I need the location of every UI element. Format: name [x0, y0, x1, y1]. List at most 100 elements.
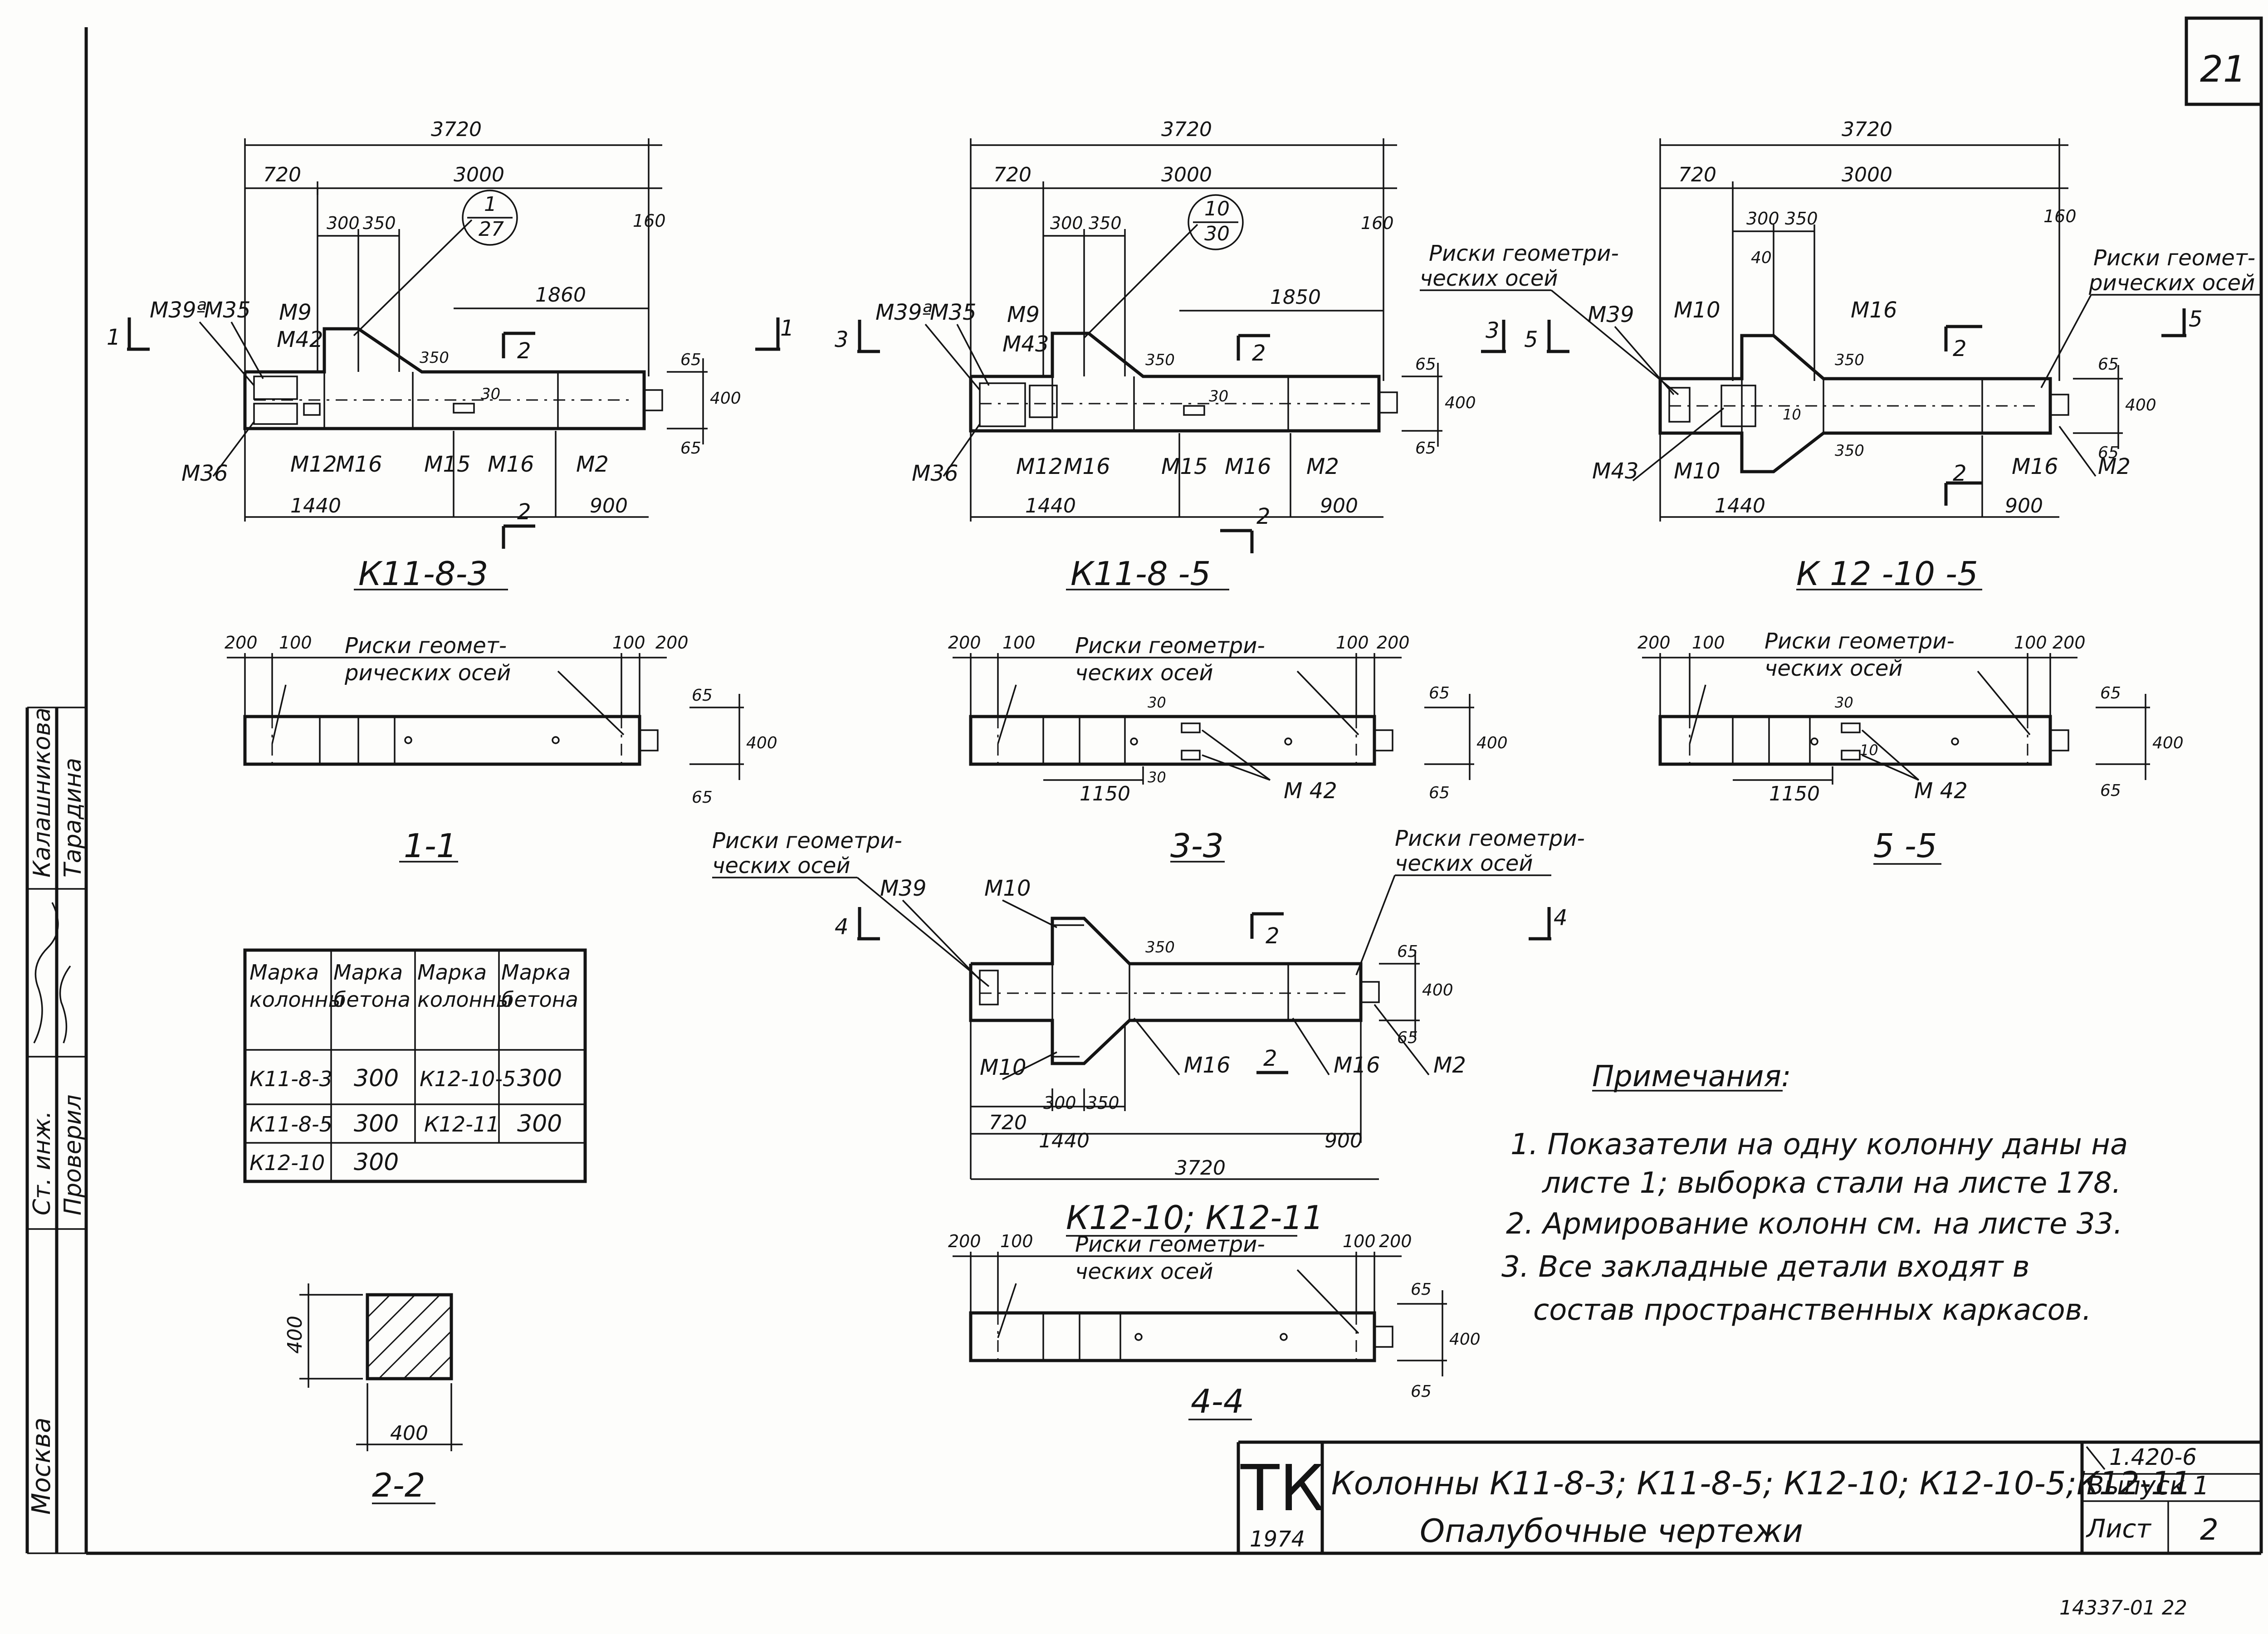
dim-v3: 65 — [1415, 439, 1436, 458]
mark-m9: М9 — [1007, 302, 1040, 327]
section-mark-5-right: 5 — [2189, 307, 2203, 332]
dim-bottom-right: 900 — [2005, 494, 2043, 517]
dim-a: 300 — [1746, 209, 1779, 229]
section-5-5-dim-1150: 1150 — [1769, 782, 1820, 805]
mark-m12: М12 — [290, 452, 337, 477]
section-mark-1-right: 1 — [780, 316, 794, 341]
section-4-4-dim-65t: 65 — [1411, 1280, 1432, 1299]
section-mark-1-left: 1 — [107, 325, 121, 350]
section-3-3-dim-200l: 200 — [948, 633, 981, 653]
mark-m12: М12 — [1016, 454, 1063, 479]
mark-m2: М2 — [1306, 454, 1339, 479]
mark-m43: М43 — [1592, 458, 1639, 484]
section-3-3: Риски геометри- ческих осей 200 100 100 … — [948, 633, 1508, 865]
caption-5-5: 5 -5 — [1873, 827, 1937, 865]
section-5-5-mark: М 42 — [1914, 778, 1968, 804]
dim-bottom-left: 1440 — [1025, 494, 1076, 517]
column-outline — [969, 917, 1380, 1065]
dim-b: 350 — [1089, 213, 1122, 233]
stamp-name-1: Калашникова — [29, 707, 56, 878]
dim-b: 350 — [1086, 1093, 1119, 1113]
axis-label-right-1: Риски геомет- — [2093, 245, 2255, 271]
section-4-4-label-2: ческих осей — [1075, 1259, 1213, 1284]
dim-h2: 350 — [1835, 442, 1864, 460]
dim-mid: 1850 — [1270, 286, 1321, 309]
mark-m10a: М10 — [1674, 298, 1721, 323]
dim-bottom-right: 900 — [1325, 1129, 1363, 1152]
table-cell: К12-10 — [249, 1151, 325, 1175]
axis-label-right-2: ческих осей — [1395, 851, 1533, 876]
section-5-5-dim-65t: 65 — [2100, 684, 2121, 702]
section-3-3-dim-100r: 100 — [1336, 633, 1369, 653]
section-5-5-dim-200l: 200 — [1637, 633, 1671, 653]
table-header-1b: колонны — [249, 987, 345, 1012]
section-5-5-dim-65b: 65 — [2100, 781, 2121, 800]
dim-b: 350 — [1785, 209, 1818, 229]
mark-m15: М15 — [424, 452, 471, 477]
title-sheet-label: Лист — [2086, 1514, 2151, 1544]
section-arrows — [1547, 308, 2186, 506]
table-header-4b: бетона — [501, 987, 578, 1012]
dim-v3: 65 — [1397, 1029, 1418, 1047]
dim-right: 3000 — [1842, 163, 1892, 186]
mark-m16a: М16 — [1184, 1053, 1231, 1078]
dim-h1: 350 — [1145, 938, 1175, 956]
dim-h1: 350 — [1835, 351, 1864, 369]
note-line-1: 1. Показатели на одну колонну даны на — [1510, 1128, 2128, 1161]
section-4-4-dim-100l: 100 — [1000, 1231, 1033, 1251]
table-cell: 300 — [354, 1110, 399, 1137]
mark-m16b: М16 — [488, 452, 534, 477]
dim-top-right: 160 — [2043, 206, 2077, 226]
page-number: 21 — [2200, 48, 2246, 90]
axis-label-left-2: ческих осей — [1420, 266, 1558, 291]
title-block — [1237, 1440, 2261, 1553]
section-2-2: 400 400 2-2 — [284, 1283, 463, 1504]
mark-m16b: М16 — [1225, 454, 1271, 479]
dim-a: 300 — [327, 213, 360, 233]
section-5-5-label-1: Риски геометри- — [1765, 629, 1955, 654]
section-mark-2-bottom: 2 — [1953, 461, 1967, 486]
dim-a: 300 — [1043, 1093, 1076, 1113]
mark-m39: М39ª — [875, 300, 932, 325]
mark-m15: М15 — [1161, 454, 1208, 479]
section-arrows — [857, 907, 1551, 1074]
section-mark-2-bottom: 2 — [1263, 1046, 1277, 1071]
section-mark-2-top: 2 — [1266, 923, 1280, 949]
dimension-lines — [970, 950, 1420, 1180]
mark-m42: М42 — [277, 327, 323, 352]
callout-circle — [462, 190, 518, 246]
dim-c: 40 — [1751, 249, 1772, 267]
table-header-2a: Марка — [333, 960, 403, 985]
dim-right: 3000 — [454, 163, 504, 186]
note-line-4: 3. Все закладные детали входят в — [1501, 1250, 2029, 1284]
dim-left: 720 — [263, 163, 301, 186]
mark-m39: М39 — [880, 876, 927, 901]
caption-1-1: 1-1 — [404, 827, 457, 865]
section-5-5: Риски геометри- ческих осей 200 100 100 … — [1637, 629, 2184, 865]
table-cell: К11-8-3 — [249, 1067, 332, 1091]
leader-lines — [199, 219, 473, 477]
section-1-1-label-2: рических осей — [344, 660, 511, 686]
dim-v2: 400 — [1445, 394, 1476, 412]
section-5-5-dim-10: 10 — [1860, 741, 1878, 759]
section-5-5-dim-100r: 100 — [2014, 633, 2047, 653]
section-4-4-dim-100r: 100 — [1343, 1231, 1376, 1251]
dim-v1: 65 — [1415, 355, 1436, 374]
section-3-3-label-2: ческих осей — [1075, 660, 1213, 686]
view-k12-10: Риски геометри- ческих осей Риски геомет… — [712, 826, 1585, 1237]
section-1-1-dim-200r: 200 — [655, 633, 689, 653]
mark-m36: М36 — [181, 461, 228, 486]
section-arrows — [857, 320, 1506, 553]
axis-label-left-1: Риски геометри- — [712, 828, 902, 854]
dim-h2: 30 — [1209, 387, 1228, 405]
callout-bottom: 30 — [1204, 222, 1230, 245]
dim-v1: 65 — [680, 351, 701, 369]
dimension-lines — [970, 138, 1442, 522]
section-5-5-dim-100l: 100 — [1692, 633, 1725, 653]
axis-label-right-1: Риски геометри- — [1395, 826, 1585, 851]
axis-label-right-2: рических осей — [2088, 270, 2255, 296]
section-3-3-dim-65b: 65 — [1429, 784, 1450, 802]
dim-total: 3720 — [1175, 1156, 1226, 1180]
section-5-5-label-2: ческих осей — [1765, 656, 1903, 681]
